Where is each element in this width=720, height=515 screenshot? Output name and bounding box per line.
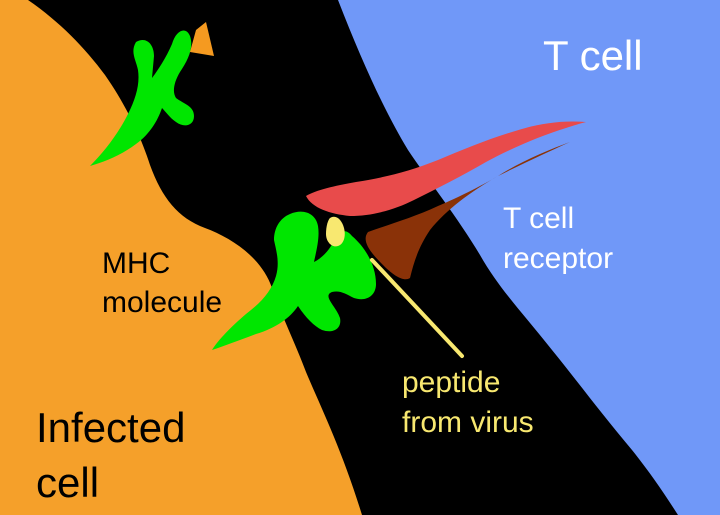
peptide-pointer-line — [370, 258, 464, 358]
viral-peptide — [326, 216, 345, 247]
label-t-cell: T cell — [543, 32, 643, 79]
label-mhc-line2: molecule — [102, 286, 222, 319]
label-peptide-line1: peptide — [402, 366, 500, 399]
infected-cell-region — [0, 0, 362, 515]
tcr-beta-chain — [365, 142, 570, 280]
small-peptide-upper — [190, 22, 214, 56]
label-tcr-line1: T cell — [503, 202, 574, 235]
label-infected-line2: cell — [36, 459, 99, 506]
label-tcr-line2: receptor — [503, 242, 613, 275]
label-infected-line1: Infected — [36, 404, 185, 451]
label-mhc-line1: MHC — [102, 247, 170, 280]
tcr-alpha-chain — [306, 121, 586, 216]
label-peptide-line2: from virus — [402, 406, 534, 439]
t-cell-region — [338, 0, 720, 515]
upper-mhc-molecule — [90, 30, 194, 166]
